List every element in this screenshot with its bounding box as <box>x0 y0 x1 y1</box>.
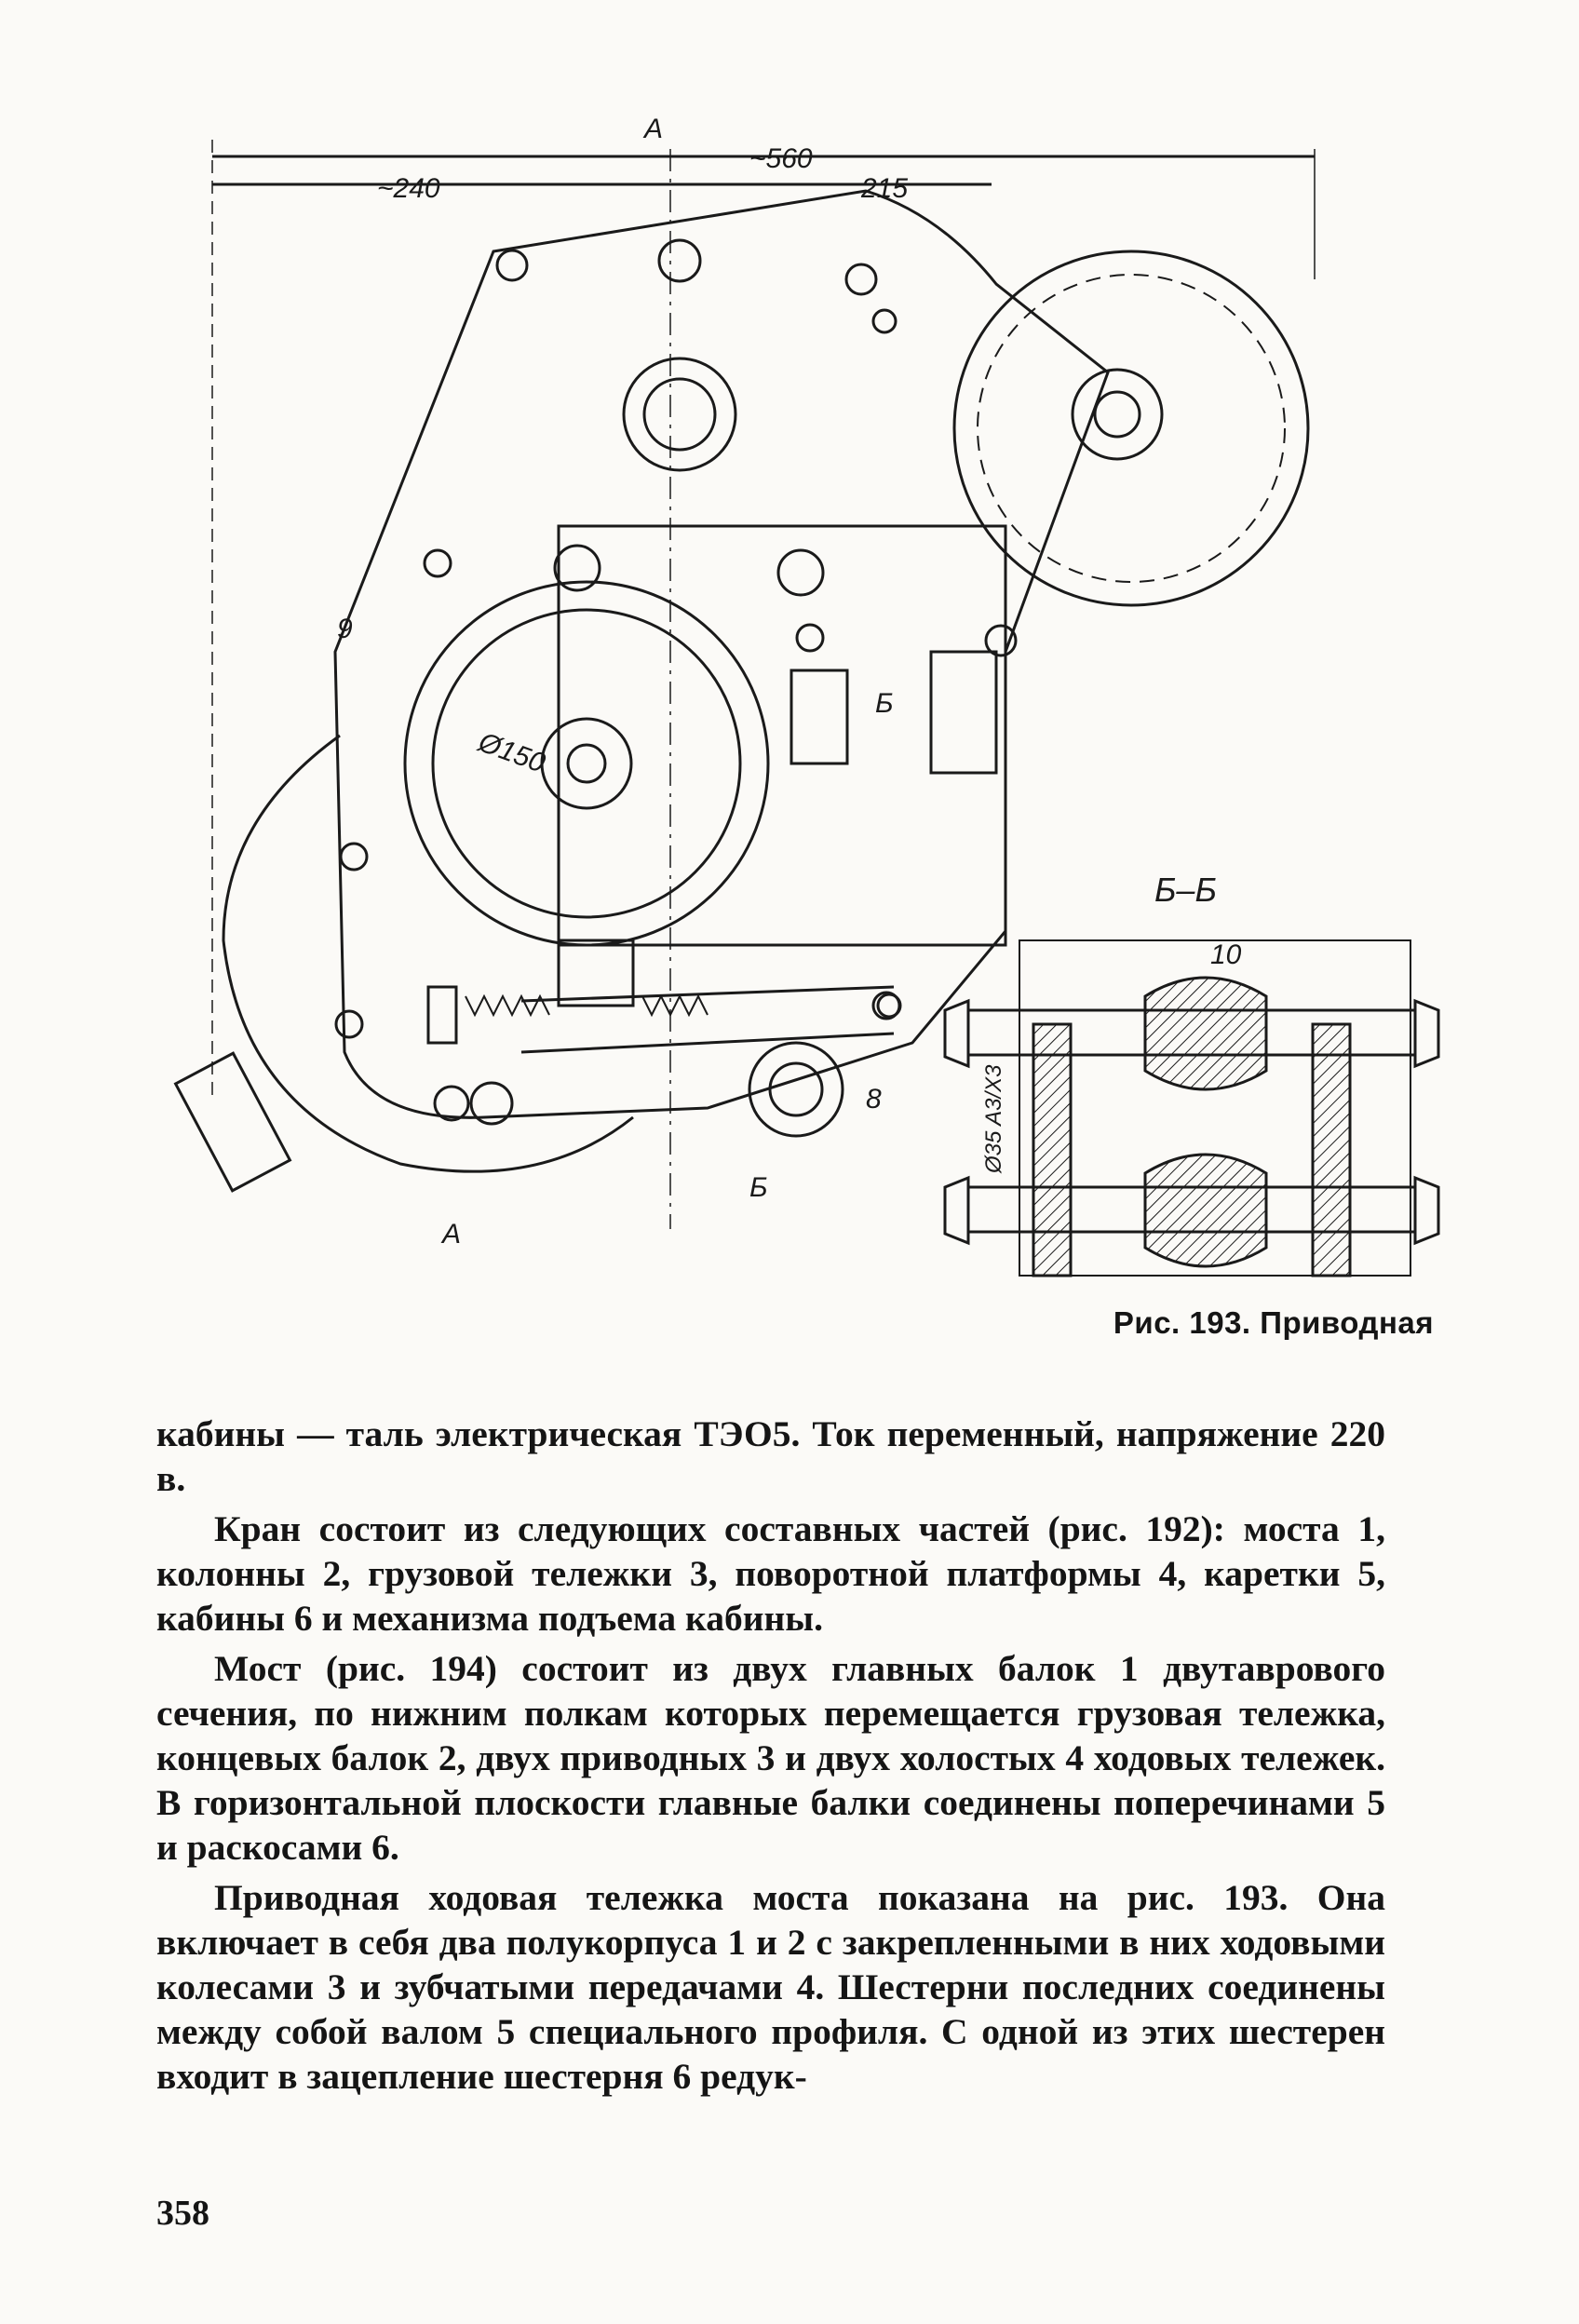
bolt-heads <box>334 238 1018 1126</box>
paragraph: Приводная ходовая тележка моста показана… <box>156 1877 1385 2097</box>
running-wheel <box>952 250 1310 607</box>
callout-10: 10 <box>1210 939 1242 970</box>
upper-shaft <box>622 357 737 472</box>
callout-8: 8 <box>866 1084 882 1115</box>
section-bb-title: Б–Б <box>1154 871 1217 909</box>
technical-drawing: А ~560 ~240 215 9 Ø150 Б Б–Б 10 8 Ø35 A3… <box>173 114 1440 1277</box>
section-a-top-label: А <box>642 114 663 144</box>
lower-wheel <box>222 734 634 1173</box>
drive-housing-outline <box>333 189 1110 1119</box>
brake-lever <box>426 939 902 1054</box>
dim-left-label: ~240 <box>377 173 440 204</box>
dim-total-label: ~560 <box>749 143 813 174</box>
fit-label: Ø35 A3/X3 <box>981 1064 1006 1174</box>
dimension-lines <box>211 140 1316 1229</box>
body-text: кабины — таль электрическая ТЭО5. Ток пе… <box>156 1412 1385 2104</box>
section-a-bottom-label: А <box>440 1219 461 1250</box>
paragraph: Мост (рис. 194) состоит из двух главных … <box>156 1648 1385 1868</box>
page-number: 358 <box>156 2194 209 2233</box>
brake-drum <box>403 580 770 947</box>
callout-9: 9 <box>337 614 353 644</box>
paragraph: Кран состоит из следующих составных част… <box>156 1508 1385 1639</box>
figure-caption: Рис. 193. Приводная <box>1113 1305 1434 1340</box>
dim-right-label: 215 <box>860 173 908 204</box>
section-bb-view <box>943 939 1440 1277</box>
motor-block <box>557 524 1007 947</box>
diameter-label: Ø150 <box>474 726 549 779</box>
section-b-bottom-label: Б <box>749 1172 768 1203</box>
paragraph: кабины — таль электрическая ТЭО5. Ток пе… <box>156 1413 1385 1499</box>
section-b-top-label: Б <box>875 688 894 719</box>
pinion <box>748 1041 844 1138</box>
